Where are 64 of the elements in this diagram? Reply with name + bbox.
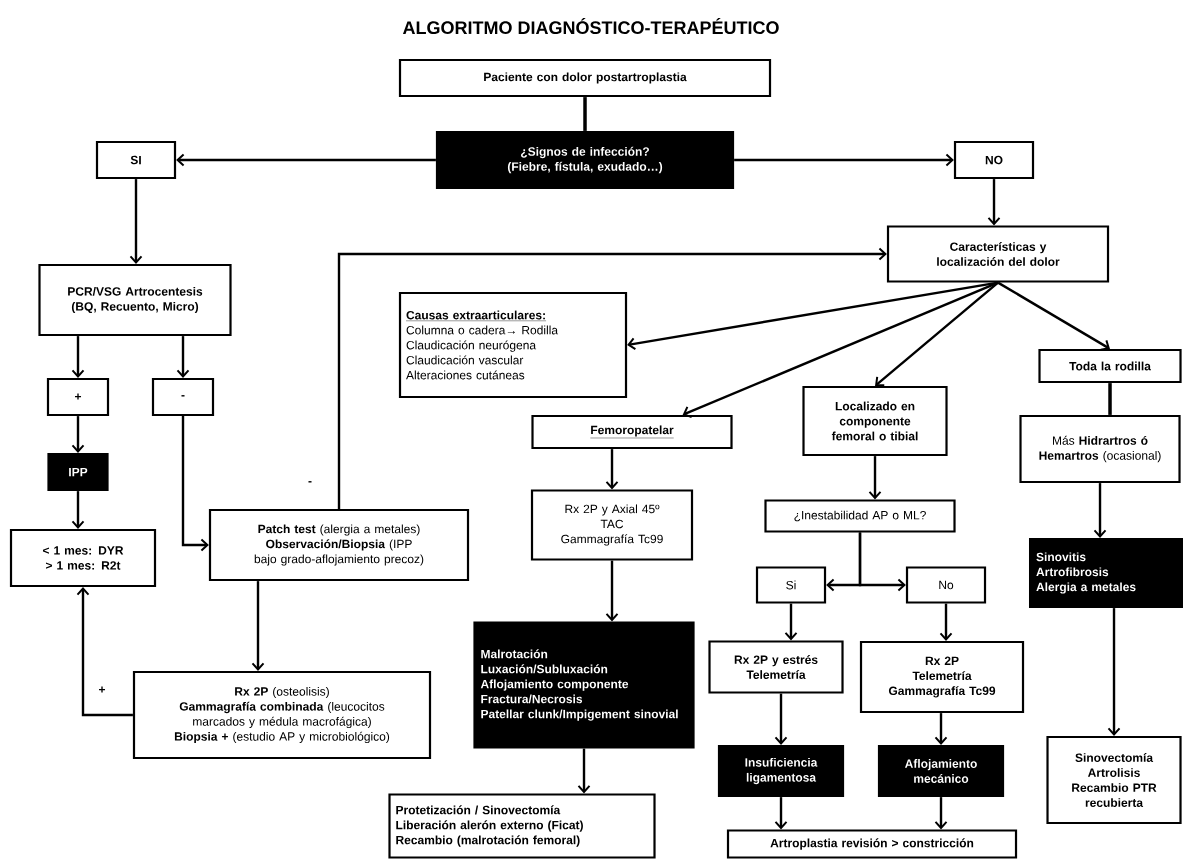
title: ALGORITMO DIAGNÓSTICO-TERAPÉUTICO: [402, 17, 779, 35]
process-box: Sinovectomía Artrolisis Recambio PTR recubierta: [1046, 735, 1182, 825]
process-box: Causas extraarticulares: Columna o cadera→ Rodilla Claudicación neurógena Claudicación vascular Alteraciones cutáneas: [398, 291, 628, 399]
arrow: [605, 449, 619, 490]
arrow: [784, 603, 798, 641]
process-box: Artroplastia revisión > constricción: [726, 829, 1018, 859]
process-box: Toda la rodilla: [1038, 348, 1182, 384]
process-box: Rx 2P (osteolisis) Gammagrafía combinada (leucocitos marcados y médula macrofágica) Biopsia + (estudio AP y microbiológico): [132, 670, 432, 760]
process-box: Rx 2P y estrés Telemetría: [708, 640, 844, 694]
process-box: Rx 2P Telemetría Gammagrafía Tc99: [859, 640, 1025, 714]
arrow: [1093, 483, 1107, 538]
process-box: Más Hidrartros ó Hemartros (ocasional): [1019, 414, 1181, 484]
outcome-box: IPP: [47, 452, 109, 492]
arrow: [868, 456, 882, 500]
arrow: [76, 587, 133, 717]
arrow: [176, 153, 436, 167]
connector-line: [583, 97, 587, 131]
connector-line: [1108, 383, 1112, 415]
process-box: Protetización / Sinovectomía Liberación alerón externo (Ficat) Recambio (malrotación femoral): [388, 793, 656, 859]
process-box: Características y localización del dolor: [886, 225, 1110, 283]
arrow: [987, 179, 1001, 226]
arrow: [774, 693, 788, 745]
process-box: Patch test (alergia a metales) Observación/Biopsia (IPP bajo grado-aflojamiento precoz): [208, 508, 470, 582]
process-box: ¿Inestabilidad AP o ML?: [764, 499, 956, 533]
arrow: [71, 491, 85, 529]
process-box: Localizado en componente femoral o tibial: [802, 385, 948, 457]
arrow: [734, 153, 954, 167]
process-box: SI: [95, 140, 177, 180]
arrow: [181, 416, 209, 552]
process-box: -: [151, 377, 215, 417]
arrow: [774, 797, 788, 830]
process-box: Si: [755, 566, 827, 604]
edge-label: -: [307, 480, 313, 486]
outcome-box: Insuficiencia ligamentosa: [717, 744, 845, 798]
arrow: [627, 281, 999, 351]
outcome-box: Malrotación Luxación/Subluxación Aflojamiento componente Fractura/Necrosis Patellar clunk/Impigement sinovial: [473, 621, 695, 749]
process-box: Paciente con dolor postartroplastia: [398, 58, 772, 98]
arrow: [1107, 608, 1121, 736]
arrow: [251, 581, 265, 671]
outcome-box: Sinovitis Artrofibrosis Alergia a metales: [1028, 537, 1183, 609]
process-box: Femoropatelar: [531, 414, 733, 450]
arrow: [939, 603, 953, 641]
arrow: [337, 247, 887, 509]
arrow: [129, 179, 143, 264]
arrow: [934, 713, 948, 745]
process-box: PCR/VSG Artrocentesis (BQ, Recuento, Micro): [38, 263, 232, 337]
process-box: No: [905, 566, 987, 604]
arrow: [858, 532, 906, 592]
arrow: [682, 281, 999, 419]
edge-label: +: [97, 685, 107, 695]
process-box: < 1 mes: DYR > 1 mes: R2t: [9, 528, 157, 588]
arrow: [71, 336, 85, 378]
process-box: NO: [953, 140, 1035, 180]
arrow: [176, 336, 190, 378]
arrow: [934, 797, 948, 830]
outcome-box: Aflojamiento mecánico: [877, 744, 1005, 798]
arrow: [605, 560, 619, 622]
process-box: Rx 2P y Axial 45º TAC Gammagrafía Tc99: [530, 489, 694, 561]
arrow: [997, 281, 1110, 351]
outcome-box: ¿Signos de infección? (Fiebre, fístula, exudado…): [435, 130, 735, 190]
arrow: [577, 748, 591, 794]
arrow: [875, 281, 999, 387]
process-box: +: [46, 377, 110, 417]
arrow: [71, 416, 85, 453]
